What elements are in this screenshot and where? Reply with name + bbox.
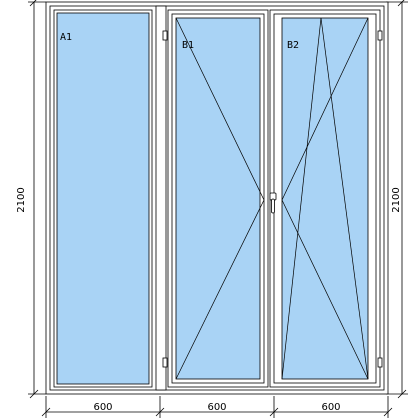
dimension-right-label: 2100 bbox=[391, 187, 402, 212]
glass-b1 bbox=[175, 17, 261, 380]
pane-a1 bbox=[53, 9, 153, 388]
opening-line-b2-bottom bbox=[281, 199, 369, 380]
dimension-width-3: 600 bbox=[321, 402, 340, 413]
dimension-bottom bbox=[41, 396, 393, 418]
opening-line-b1-bottom bbox=[175, 199, 265, 380]
sash-b2 bbox=[269, 9, 381, 388]
dimension-width-2: 600 bbox=[207, 402, 226, 413]
pane-label-b2: B2 bbox=[287, 40, 299, 51]
sash-b1 bbox=[167, 9, 269, 388]
pane-label-b1: B1 bbox=[182, 40, 194, 51]
glass-b2 bbox=[281, 17, 369, 380]
tilt-line-b2-left bbox=[281, 17, 322, 380]
mullion bbox=[155, 5, 167, 391]
dimension-right bbox=[386, 0, 408, 399]
pane-label-a1: A1 bbox=[60, 32, 72, 43]
opening-line-b1-top bbox=[175, 17, 265, 201]
dimension-left-label: 2100 bbox=[16, 187, 27, 212]
dimension-width-1: 600 bbox=[93, 402, 112, 413]
dimension-left bbox=[28, 0, 46, 399]
glass-a1 bbox=[56, 12, 150, 385]
handle-icon bbox=[269, 192, 277, 214]
opening-line-b2-top bbox=[281, 17, 369, 201]
hinge-icon bbox=[162, 30, 383, 368]
tilt-line-b2-right bbox=[320, 17, 369, 380]
